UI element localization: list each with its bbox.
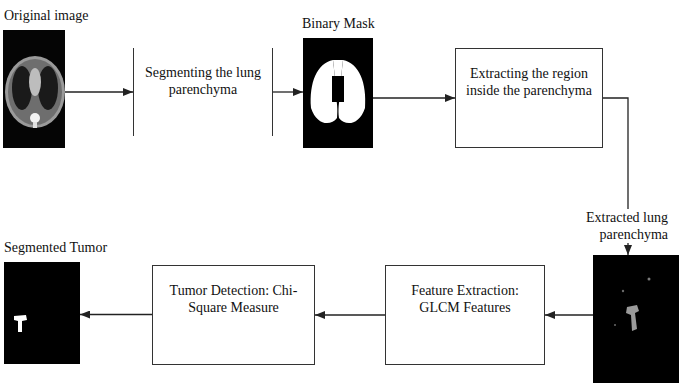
scan-image (3, 30, 65, 148)
image-panel: Original image (3, 30, 65, 148)
image-panel: Segmented Tumor (4, 262, 80, 364)
flow-arrow (273, 91, 303, 92)
flow-arrow (65, 91, 133, 92)
process-label: Tumor Detection: Chi-Square Measure (161, 282, 306, 316)
image-panel: Extracted lung parenchyma (593, 255, 679, 383)
image-heading: Segmented Tumor (2, 239, 136, 256)
image-heading: Original image (2, 7, 116, 24)
flow-arrow (315, 314, 385, 315)
process-box: Feature Extraction: GLCM Features (385, 265, 545, 365)
image-heading: Extracted lung parenchyma (546, 209, 670, 243)
scan-image (593, 255, 679, 383)
flow-arrow (80, 314, 152, 315)
process-box: Extracting the region inside the parench… (455, 48, 603, 148)
process-label: Segmenting the lung parenchyma (142, 64, 264, 98)
scan-image (303, 38, 373, 148)
process-label: Extracting the region inside the parench… (464, 65, 594, 99)
process-label: Feature Extraction: GLCM Features (394, 282, 536, 316)
flow-arrow (373, 97, 455, 98)
flow-arrow (545, 314, 593, 315)
scan-image (4, 262, 80, 364)
image-panel: Binary Mask (303, 38, 373, 148)
process-box: Tumor Detection: Chi-Square Measure (152, 265, 315, 365)
image-heading: Binary Mask (300, 15, 414, 32)
process-box: Segmenting the lung parenchyma (133, 48, 273, 136)
